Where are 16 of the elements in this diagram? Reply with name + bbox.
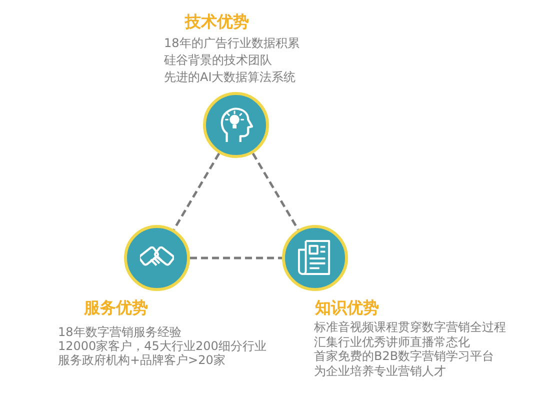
text-line: 18年数字营销服务经验 — [58, 325, 182, 339]
text-line: 12000家客户，45大行业200细分行业 — [58, 338, 266, 353]
heading: 知识优势 — [315, 298, 379, 318]
text-line: 为企业培养专业营销人才 — [314, 364, 446, 378]
text-line: 硅谷背景的技术团队 — [164, 53, 272, 67]
connector-line — [252, 152, 300, 230]
heading: 服务优势 — [84, 298, 148, 318]
connector-line — [190, 256, 282, 260]
text-line: 首家免费的B2B数字营销学习平台 — [314, 349, 494, 364]
text-line: 汇集行业优秀讲师直播常态化 — [314, 334, 470, 349]
connector-line — [172, 152, 220, 230]
heading: 技术优势 — [185, 12, 249, 32]
text-line: 服务政府机构+品牌客户>20家 — [58, 352, 226, 367]
text-line: 18年的广告行业数据积累 — [164, 36, 300, 50]
text-line: 先进的AI大数据算法系统 — [164, 70, 296, 84]
text-line: 标准音视频课程贯穿数字营销全过程 — [314, 320, 506, 334]
